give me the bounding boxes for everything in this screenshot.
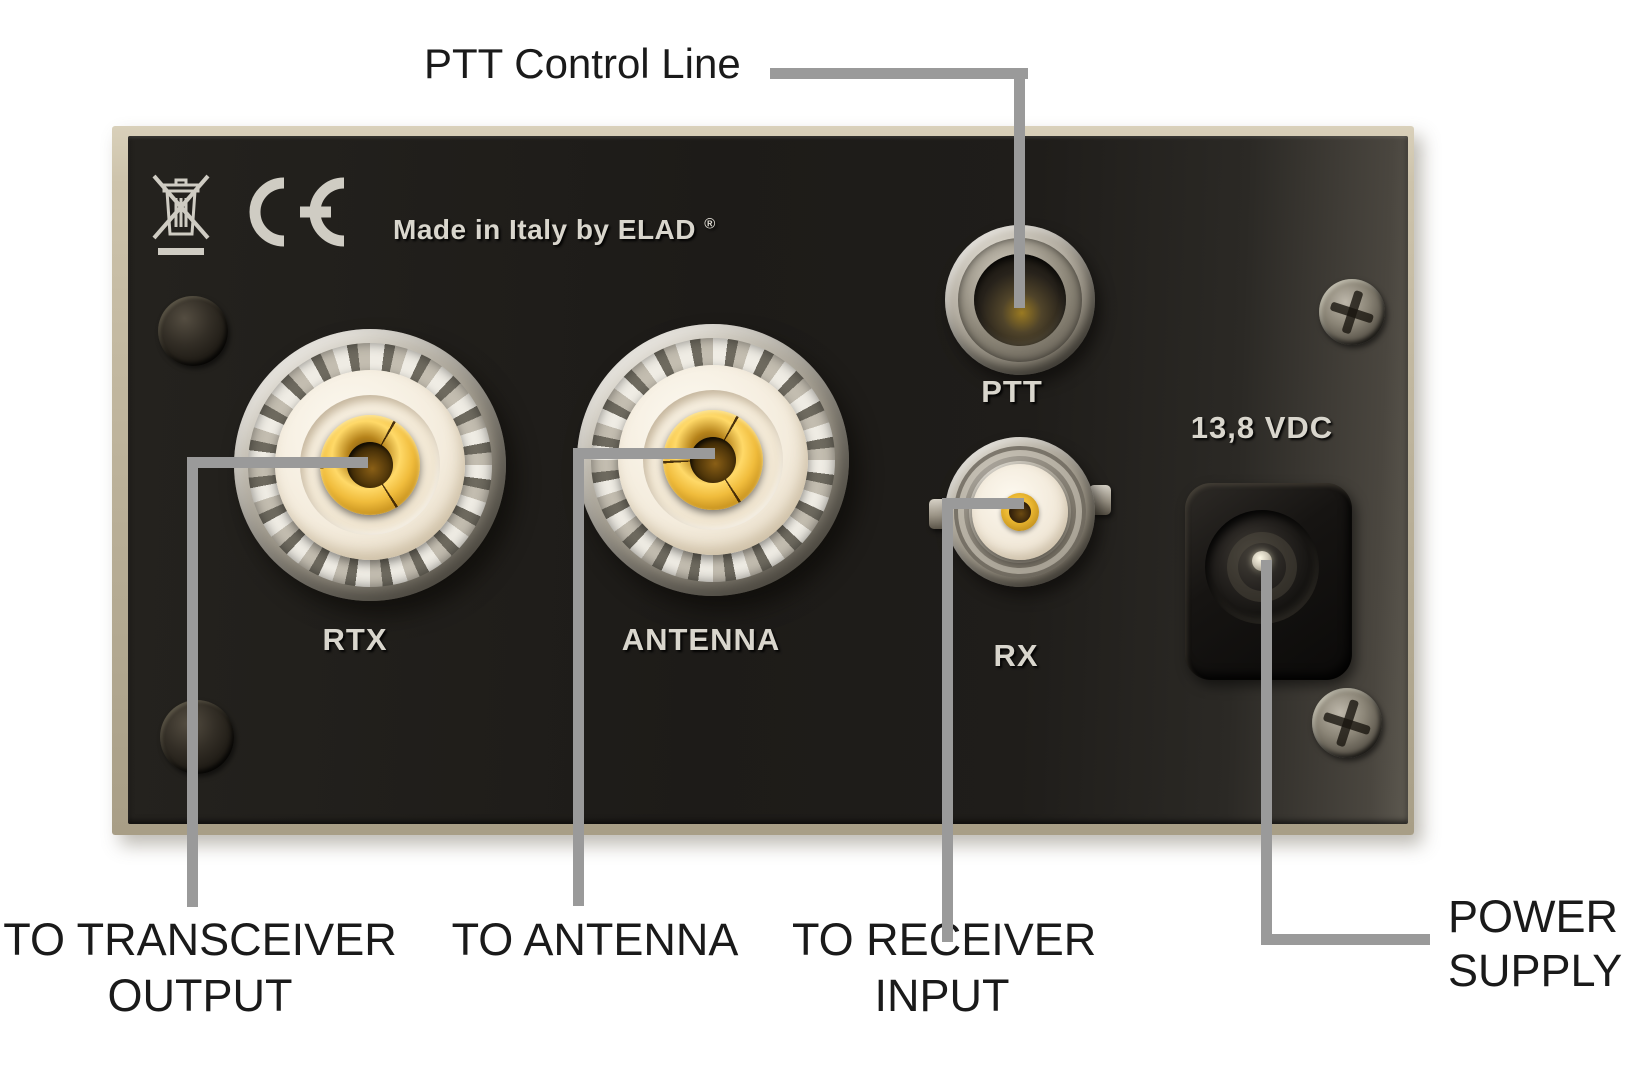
screw-top-right [1319, 279, 1385, 345]
ptt-port-label: PTT [981, 374, 1043, 409]
receiver-callout-line-horizontal [942, 498, 1024, 509]
to-receiver-line2: INPUT [874, 970, 1010, 1021]
weee-crossed-bin-icon [150, 172, 212, 273]
antenna-port-label: ANTENNA [621, 622, 781, 657]
to-antenna-label: TO ANTENNA [451, 914, 739, 965]
power-supply-label: POWER SUPPLY [1448, 890, 1622, 998]
screw-bottom-right [1312, 688, 1382, 758]
made-in-italy-text: Made in Italy by ELAD ® [393, 214, 716, 246]
receiver-callout-line-vertical [942, 498, 953, 942]
antenna-so239-connector [577, 324, 849, 596]
ptt-control-line-label: PTT Control Line [424, 40, 741, 87]
power-supply-line2: SUPPLY [1448, 945, 1623, 996]
made-in-italy-label: Made in Italy by ELAD [393, 214, 696, 245]
registered-trademark-symbol: ® [704, 215, 716, 233]
rx-port-label: RX [993, 638, 1039, 673]
power-callout-line-vertical [1261, 560, 1272, 945]
to-transceiver-line2: OUTPUT [107, 970, 293, 1021]
ptt-callout-line-vertical [1014, 68, 1025, 308]
power-supply-line1: POWER [1448, 891, 1619, 942]
transceiver-callout-line-horizontal [187, 457, 368, 468]
antenna-socket-hole [690, 437, 736, 483]
rtx-port-label: RTX [322, 622, 388, 657]
to-transceiver-line1: TO TRANSCEIVER [3, 914, 397, 965]
transceiver-callout-line-vertical [187, 457, 198, 907]
ptt-callout-line-horizontal [770, 68, 1028, 79]
antenna-callout-line-vertical [573, 448, 584, 906]
rx-bnc-connector [929, 437, 1111, 587]
screw-top-left [158, 296, 228, 366]
antenna-callout-line-horizontal [573, 448, 715, 459]
ce-mark-icon [236, 176, 348, 253]
vdc-port-label: 13,8 VDC [1190, 410, 1334, 445]
to-transceiver-output-label: TO TRANSCEIVER OUTPUT [0, 912, 400, 1024]
power-callout-line-horizontal [1261, 934, 1430, 945]
